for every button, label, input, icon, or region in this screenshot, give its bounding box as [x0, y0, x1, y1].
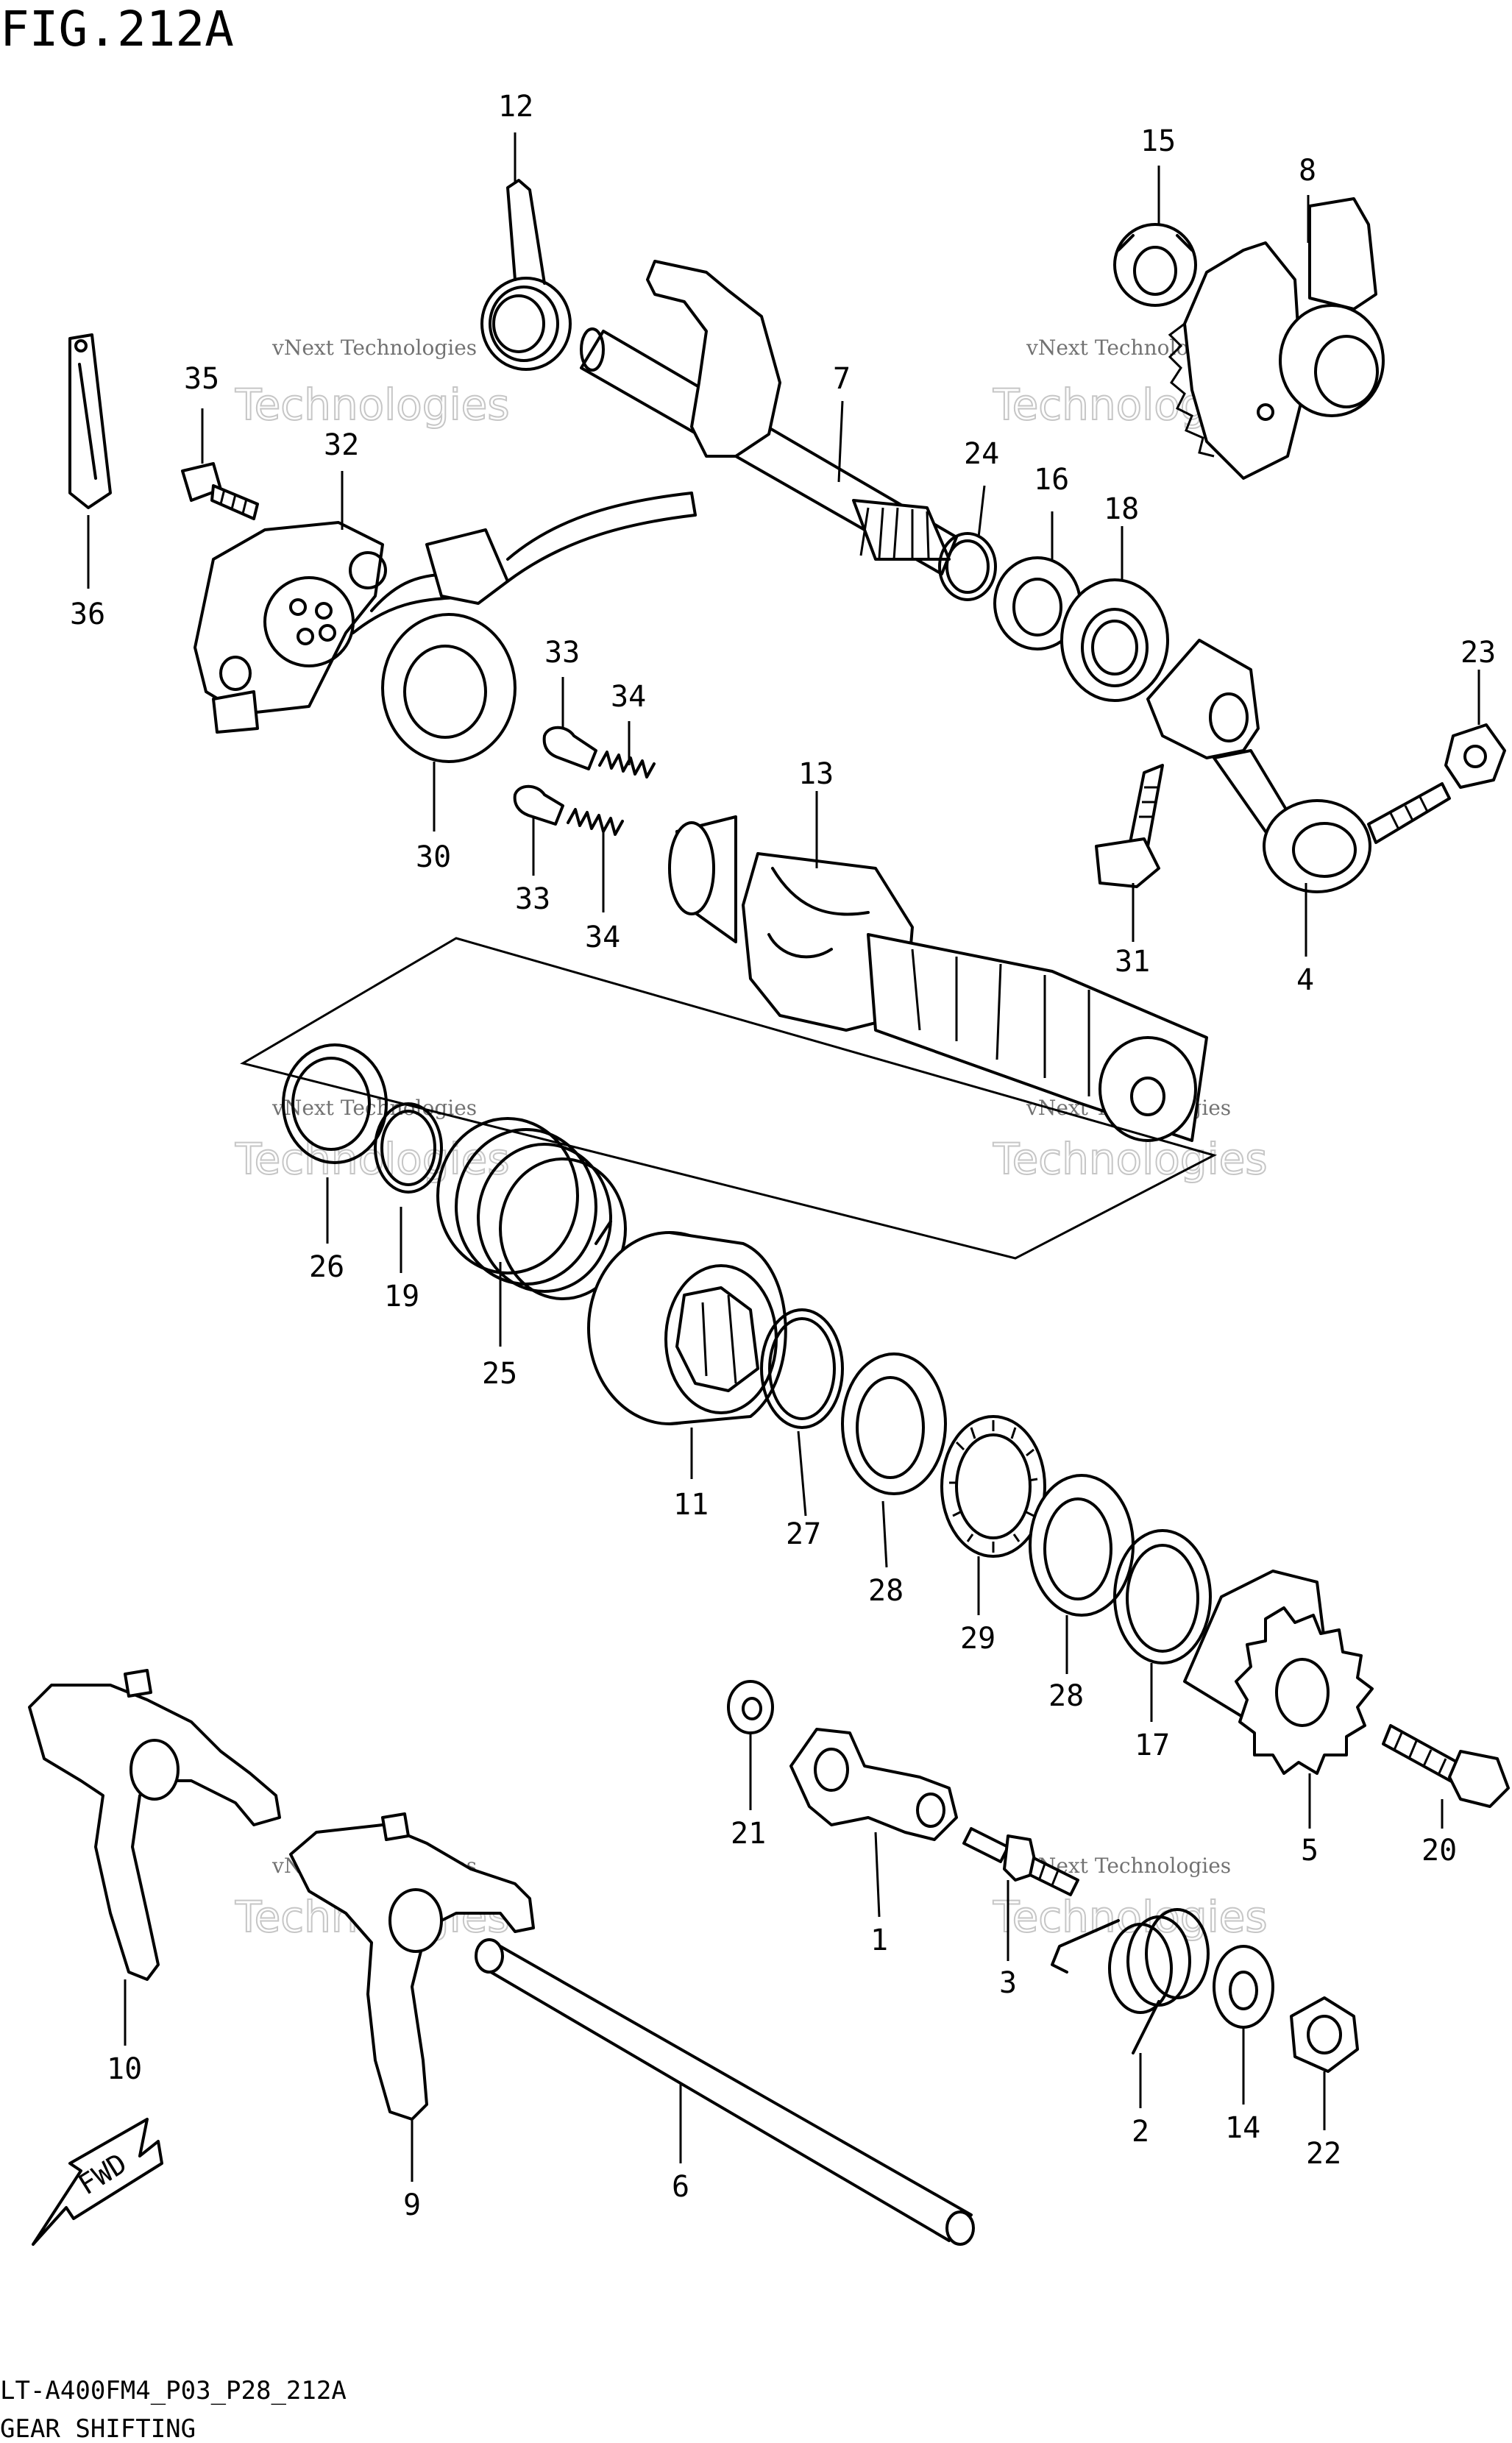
- callout-20: 20: [1422, 1834, 1457, 1868]
- callout-30: 30: [416, 840, 451, 874]
- callout-26: 26: [309, 1250, 344, 1284]
- callout-33: 33: [515, 882, 550, 916]
- callout-27: 27: [786, 1517, 821, 1551]
- callout-34: 34: [585, 921, 620, 954]
- callout-1: 1: [870, 1923, 888, 1957]
- callout-28: 28: [1048, 1679, 1084, 1713]
- callout-28: 28: [868, 1574, 904, 1608]
- part-7-shaft: [580, 260, 958, 575]
- callout-36: 36: [70, 598, 105, 631]
- part-3-bolt: [962, 1827, 1079, 1896]
- part-24-snap-ring: [938, 532, 997, 601]
- callout-32: 32: [324, 428, 359, 462]
- figure-title: FIG.212A: [0, 1, 234, 57]
- callout-24: 24: [964, 437, 999, 471]
- callout-29: 29: [960, 1622, 995, 1656]
- model-code: LT-A400FM4_P03_P28_212A: [0, 2376, 347, 2405]
- part-13-drum: [668, 815, 1208, 1142]
- callout-18: 18: [1104, 492, 1139, 526]
- part-18-bearing: [1060, 578, 1169, 702]
- callout-21: 21: [731, 1817, 766, 1851]
- part-28-washer-lower: [1029, 1474, 1135, 1617]
- callout-3: 3: [999, 1966, 1017, 2000]
- watermark-text: vNext Technologies: [271, 1096, 477, 1120]
- callout-35: 35: [184, 362, 219, 396]
- part-9-shift-fork: [289, 1812, 535, 2121]
- callout-numbers: 12 15 8 35 32 7 24 16 18 23 36 33 34 13 …: [70, 90, 1496, 2222]
- callout-31: 31: [1115, 945, 1150, 979]
- part-26-ring: [282, 1043, 388, 1164]
- part-5-cam-gear: [1183, 1570, 1374, 1775]
- callout-2: 2: [1132, 2115, 1149, 2149]
- callout-33: 33: [544, 636, 580, 670]
- part-6-fork-shaft: [475, 1938, 975, 2246]
- part-12-spring: [480, 179, 572, 371]
- part-23-nut: [1444, 723, 1506, 789]
- callout-13: 13: [798, 757, 834, 791]
- callout-25: 25: [482, 1357, 517, 1391]
- part-28-washer-upper: [841, 1352, 947, 1495]
- part-19-circlip: [374, 1102, 443, 1194]
- part-14-washer: [1213, 1945, 1274, 2029]
- fwd-arrow-icon: FWD: [32, 2118, 163, 2246]
- part-29-lock-washer: [940, 1415, 1046, 1558]
- leader-lines: [87, 132, 1480, 2182]
- part-27-circlip: [760, 1308, 844, 1429]
- part-34-spring-lower: [567, 808, 624, 836]
- callout-22: 22: [1306, 2137, 1341, 2171]
- callout-11: 11: [673, 1488, 709, 1522]
- callout-7: 7: [833, 362, 851, 396]
- callout-6: 6: [672, 2170, 689, 2204]
- part-20-bolt: [1382, 1724, 1510, 1808]
- part-33-pin-upper: [542, 726, 597, 770]
- part-2-torsion-spring: [1051, 1908, 1210, 2054]
- part-1-stopper-arm: [789, 1728, 958, 1841]
- part-8-sector: [1168, 197, 1385, 480]
- watermark-text: vNext Technologies: [271, 336, 477, 360]
- callout-19: 19: [384, 1280, 419, 1313]
- part-15-collar: [1113, 223, 1197, 307]
- callout-14: 14: [1225, 2111, 1260, 2145]
- part-30-washer: [381, 613, 517, 763]
- watermark-text: Technologies: [993, 1134, 1268, 1184]
- callout-12: 12: [498, 90, 533, 124]
- callout-10: 10: [107, 2052, 142, 2086]
- section-name: GEAR SHIFTING: [0, 2414, 196, 2443]
- part-11-sleeve: [587, 1231, 787, 1425]
- part-31-bolt: [1095, 764, 1164, 888]
- assembly-outline: [240, 937, 1218, 1260]
- callout-34: 34: [611, 680, 646, 714]
- part-17-washer: [1113, 1529, 1212, 1664]
- part-21-washer: [727, 1680, 774, 1734]
- watermark-text: Technologies: [993, 1892, 1268, 1942]
- part-36-guide: [68, 333, 112, 509]
- part-34-spring-upper: [598, 751, 656, 779]
- part-33-pin-lower: [513, 784, 564, 826]
- part-25-coil-spring: [436, 1117, 627, 1300]
- callout-15: 15: [1140, 124, 1176, 158]
- part-35-bolt: [181, 462, 259, 520]
- callout-5: 5: [1301, 1834, 1318, 1868]
- part-22-nut: [1290, 1996, 1359, 2073]
- part-32-sensor: [194, 492, 697, 734]
- part-4-lever: [1146, 639, 1451, 893]
- part-10-shift-fork: [28, 1669, 281, 1981]
- callout-17: 17: [1135, 1728, 1170, 1762]
- callout-9: 9: [403, 2188, 421, 2222]
- callout-16: 16: [1034, 463, 1069, 497]
- watermark-text: Technologies: [235, 1134, 510, 1184]
- callout-8: 8: [1299, 154, 1316, 188]
- callout-4: 4: [1296, 963, 1314, 997]
- watermark-text: Technologies: [235, 380, 510, 430]
- callout-23: 23: [1460, 636, 1496, 670]
